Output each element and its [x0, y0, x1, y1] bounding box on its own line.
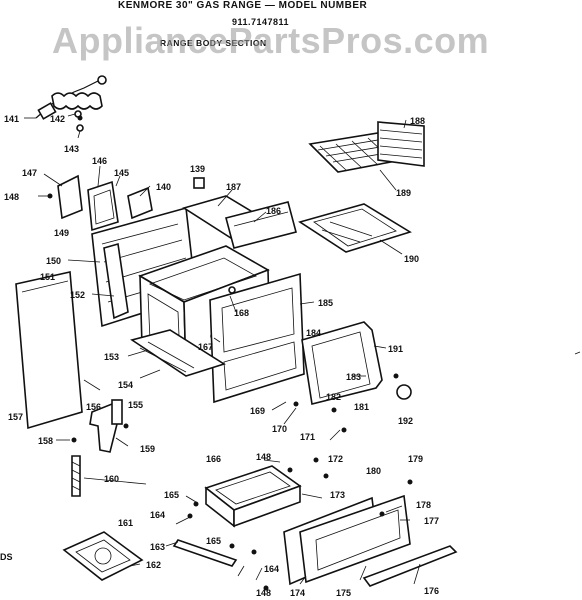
callout-183: 183: [346, 372, 361, 382]
callout-148-top: 148: [4, 192, 19, 202]
callout-155: 155: [128, 400, 143, 410]
callout-192: 192: [398, 416, 413, 426]
edge-mark: [574, 351, 581, 355]
callout-176: 176: [424, 586, 439, 596]
callout-182: 182: [326, 392, 341, 402]
part-knob-192: [396, 384, 412, 400]
part-storage-drawer-166: [204, 465, 302, 528]
callout-157: 157: [8, 412, 23, 422]
callout-145: 145: [114, 168, 129, 178]
callout-167: 167: [198, 342, 213, 352]
callout-152: 152: [70, 290, 85, 300]
callout-178: 178: [416, 500, 431, 510]
watermark: AppliancePartsPros.com: [52, 20, 490, 61]
callout-165-top: 165: [164, 490, 179, 500]
hardware-fasteners: [47, 115, 413, 591]
callout-186: 186: [266, 206, 281, 216]
callout-148-bottom: 148: [256, 588, 271, 598]
callout-188: 188: [410, 116, 425, 126]
part-bracket-147: [57, 174, 83, 220]
callout-168: 168: [234, 308, 249, 318]
diagram-title: KENMORE 30" GAS RANGE — MODEL NUMBER: [118, 0, 368, 11]
callout-143: 143: [64, 144, 79, 154]
part-hinge-159: [89, 399, 123, 453]
part-clip-139: [193, 177, 205, 189]
callout-139: 139: [190, 164, 205, 174]
callout-151: 151: [40, 272, 55, 282]
corner-code: DS: [0, 552, 13, 562]
callout-160: 160: [104, 474, 119, 484]
part-side-panel-157: [15, 271, 83, 430]
callout-163: 163: [150, 542, 165, 552]
part-door-gasket-191: [301, 321, 383, 405]
callout-171: 171: [300, 432, 315, 442]
part-broiler-pan-190: [298, 203, 412, 253]
callout-179: 179: [408, 454, 423, 464]
model-number: 911.7147811: [232, 17, 290, 27]
callout-162: 162: [146, 560, 161, 570]
part-drawer-front-177: [283, 494, 411, 586]
part-burner-tray-161: [62, 531, 144, 581]
callout-169: 169: [250, 406, 265, 416]
callout-164-bottom: 164: [264, 564, 279, 574]
part-bracket-140: [127, 186, 153, 220]
callout-174: 174: [290, 588, 305, 598]
callout-166: 166: [206, 454, 221, 464]
part-rack-slide-188: [377, 121, 425, 167]
part-gas-valve-assembly: [24, 75, 107, 139]
part-rail-176: [362, 545, 458, 587]
callout-177: 177: [424, 516, 439, 526]
callout-191: 191: [388, 344, 403, 354]
callout-164-top: 164: [150, 510, 165, 520]
diagram-subtitle: RANGE BODY SECTION: [160, 38, 267, 48]
callout-156: 156: [86, 402, 101, 412]
callout-165-bottom: 165: [206, 536, 221, 546]
callout-189: 189: [396, 188, 411, 198]
callout-149: 149: [54, 228, 69, 238]
part-panel-146: [87, 180, 119, 232]
part-top-trim-186: [225, 201, 297, 249]
callout-150: 150: [46, 256, 61, 266]
callout-159: 159: [140, 444, 155, 454]
part-spring-160: [71, 455, 81, 497]
callout-190: 190: [404, 254, 419, 264]
callout-153: 153: [104, 352, 119, 362]
callout-173: 173: [330, 490, 345, 500]
callout-185: 185: [318, 298, 333, 308]
callout-180: 180: [366, 466, 381, 476]
part-rail-163: [172, 539, 238, 567]
callout-161: 161: [118, 518, 133, 528]
callout-181: 181: [354, 402, 369, 412]
callout-154: 154: [118, 380, 133, 390]
callout-148-mid: 148: [256, 452, 271, 462]
callout-187: 187: [226, 182, 241, 192]
callout-146: 146: [92, 156, 107, 166]
callout-172: 172: [328, 454, 343, 464]
callout-147: 147: [22, 168, 37, 178]
callout-158: 158: [38, 436, 53, 446]
part-bottom-pan-154: [130, 329, 226, 377]
callout-175: 175: [336, 588, 351, 598]
leader-lines: [38, 119, 421, 585]
callout-labels: 141 142 143 147 146 145 140 139 187 186 …: [4, 114, 439, 598]
callout-141: 141: [4, 114, 19, 124]
callout-142: 142: [50, 114, 65, 124]
callout-140: 140: [156, 182, 171, 192]
callout-170: 170: [272, 424, 287, 434]
callout-184: 184: [306, 328, 321, 338]
